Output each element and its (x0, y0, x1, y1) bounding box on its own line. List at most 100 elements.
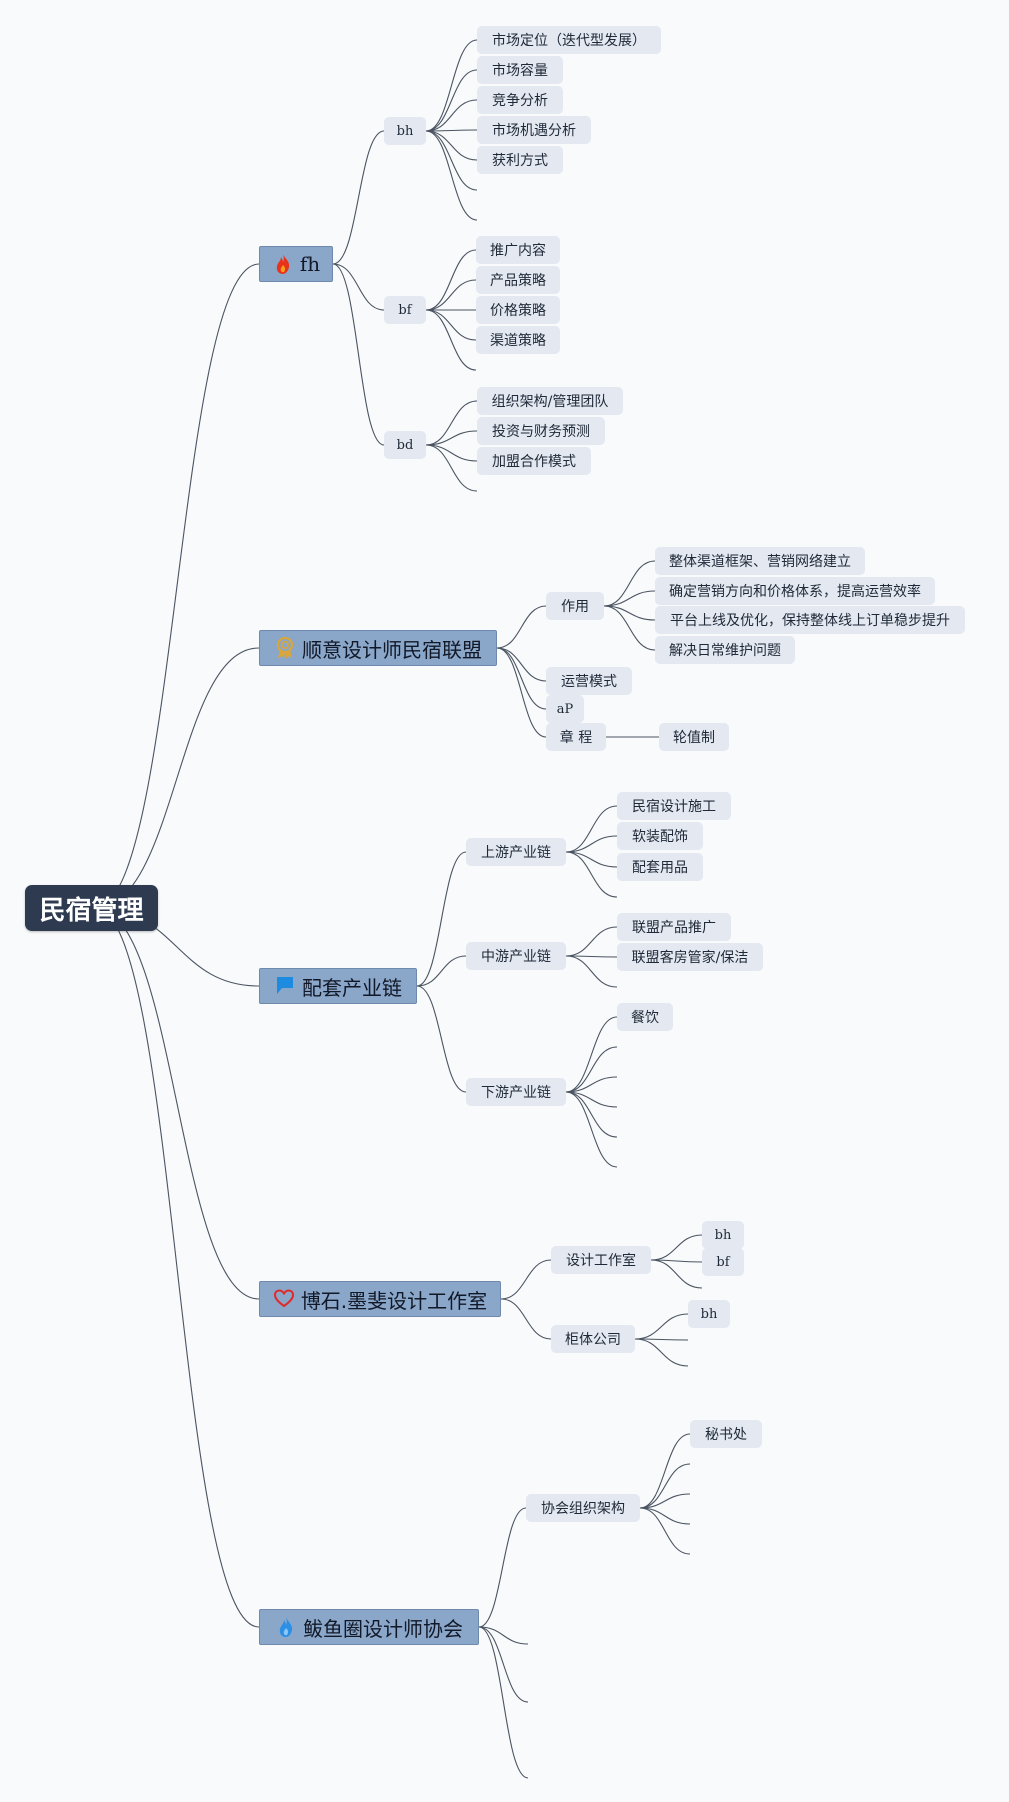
link-subtopic (565, 955, 618, 988)
subtopic-node[interactable]: bf (702, 1248, 744, 1276)
link-subtopic (650, 1234, 703, 1261)
link-root-branch-1 (94, 263, 260, 909)
link-subtopic (639, 1507, 691, 1555)
subtopic-node[interactable]: 加盟合作模式 (477, 447, 591, 475)
subtopic-node[interactable]: 渠道策略 (476, 326, 560, 354)
subtopic-node[interactable]: 市场定位（迭代型发展） (477, 26, 661, 54)
topic-node[interactable]: 作用 (546, 592, 604, 620)
subtopic-node[interactable]: 整体渠道框架、营销网络建立 (655, 547, 865, 575)
subtopic-node[interactable]: 配套用品 (617, 853, 703, 881)
link-subtopic (565, 805, 618, 853)
topic-node[interactable]: 中游产业链 (466, 942, 566, 970)
link-root-branch-4 (94, 907, 260, 1300)
branch-label: 顺意设计师民宿联盟 (302, 637, 482, 662)
link-subtopic (425, 69, 478, 132)
subtopic-node[interactable]: 获利方式 (477, 146, 563, 174)
subtopic-node[interactable]: 竞争分析 (477, 86, 563, 114)
link-branch-2-child (496, 647, 547, 738)
link-branch-2-child (496, 605, 547, 649)
subtopic-node[interactable]: 组织架构/管理团队 (477, 387, 623, 415)
topic-node[interactable]: 协会组织架构 (526, 1494, 640, 1522)
branch-label: 鲅鱼圈设计师协会 (303, 1616, 463, 1641)
branch-node-4[interactable]: 博石.墨斐设计工作室 (259, 1281, 501, 1317)
topic-node[interactable]: bh (384, 117, 426, 145)
subtopic-node[interactable]: 秘书处 (690, 1420, 762, 1448)
subtopic-node[interactable]: 轮值制 (659, 723, 729, 751)
link-subtopic (425, 130, 478, 191)
subtopic-node[interactable]: 价格策略 (476, 296, 560, 324)
link-subtopic (603, 590, 656, 607)
subtopic-node[interactable]: 联盟产品推广 (617, 913, 731, 941)
link-subtopic (650, 1259, 703, 1289)
award-icon (274, 636, 296, 660)
link-subtopic (639, 1507, 691, 1525)
link-branch-2-child (496, 647, 547, 682)
link-subtopic (603, 560, 656, 607)
link-root-branch-2 (94, 647, 260, 909)
link-branch-5-child (478, 1626, 529, 1779)
link-subtopic (425, 430, 478, 446)
subtopic-node[interactable]: 产品策略 (476, 266, 560, 294)
subtopic-node[interactable]: bh (688, 1300, 730, 1328)
subtopic-node[interactable]: 联盟客房管家/保洁 (617, 943, 763, 971)
link-subtopic (639, 1463, 691, 1509)
subtopic-node[interactable]: 解决日常维护问题 (655, 636, 795, 664)
link-subtopic (425, 309, 477, 341)
link-subtopic (425, 444, 478, 462)
subtopic-node[interactable]: bh (702, 1221, 744, 1249)
link-subtopic (565, 1076, 618, 1093)
topic-node[interactable]: 运营模式 (546, 667, 632, 695)
flag-icon (274, 974, 296, 998)
subtopic-node[interactable]: 市场机遇分析 (477, 116, 591, 144)
link-subtopic (639, 1493, 691, 1509)
link-branch-1-child (332, 263, 385, 311)
link-subtopic (425, 309, 477, 371)
link-subtopic (634, 1338, 689, 1367)
subtopic-node[interactable]: 市场容量 (477, 56, 563, 84)
link-subtopic (565, 1091, 618, 1108)
topic-node[interactable]: aP (546, 695, 584, 723)
subtopic-node[interactable]: 推广内容 (476, 236, 560, 264)
subtopic-node[interactable]: 软装配饰 (617, 822, 703, 850)
branch-node-5[interactable]: 鲅鱼圈设计师协会 (259, 1609, 479, 1645)
link-branch-4-child (500, 1259, 552, 1300)
link-branch-1-child (332, 130, 385, 265)
topic-node[interactable]: 柜体公司 (551, 1325, 635, 1353)
topic-node[interactable]: 章 程 (546, 723, 606, 751)
topic-node[interactable]: 设计工作室 (551, 1246, 651, 1274)
link-branch-5-child (478, 1507, 527, 1628)
branch-node-3[interactable]: 配套产业链 (259, 968, 417, 1004)
subtopic-node[interactable]: 确定营销方向和价格体系，提高运营效率 (655, 577, 935, 605)
link-subtopic (603, 605, 656, 621)
topic-node[interactable]: bd (384, 431, 426, 459)
link-branch-5-child (478, 1626, 529, 1703)
heart-icon (273, 1287, 295, 1311)
link-branch-3-child (416, 851, 467, 987)
subtopic-node[interactable]: 餐饮 (617, 1003, 673, 1031)
branch-node-1[interactable]: fh (259, 246, 333, 282)
link-subtopic (565, 1046, 618, 1093)
link-subtopic (639, 1433, 691, 1509)
topic-node[interactable]: 上游产业链 (466, 838, 566, 866)
link-branch-5-child (478, 1626, 529, 1645)
subtopic-node[interactable]: 平台上线及优化，保持整体线上订单稳步提升 (655, 606, 965, 634)
water-drop-icon (275, 1615, 297, 1639)
link-branch-3-child (416, 955, 467, 987)
link-branch-2-child (496, 647, 547, 710)
link-subtopic (425, 130, 478, 161)
link-subtopic (425, 130, 478, 221)
branch-label: 配套产业链 (302, 975, 402, 1000)
link-subtopic (425, 249, 477, 311)
link-subtopic (634, 1313, 689, 1340)
branch-label: 博石.墨斐设计工作室 (300, 1288, 488, 1313)
topic-node[interactable]: bf (384, 296, 426, 324)
link-subtopic (565, 851, 618, 898)
subtopic-node[interactable]: 投资与财务预测 (477, 417, 605, 445)
subtopic-node[interactable]: 民宿设计施工 (617, 792, 731, 820)
link-root-branch-5 (94, 907, 260, 1628)
root-node[interactable]: 民宿管理 (25, 885, 158, 931)
branch-node-2[interactable]: 顺意设计师民宿联盟 (259, 630, 497, 666)
topic-node[interactable]: 下游产业链 (466, 1078, 566, 1106)
link-subtopic (565, 835, 618, 853)
